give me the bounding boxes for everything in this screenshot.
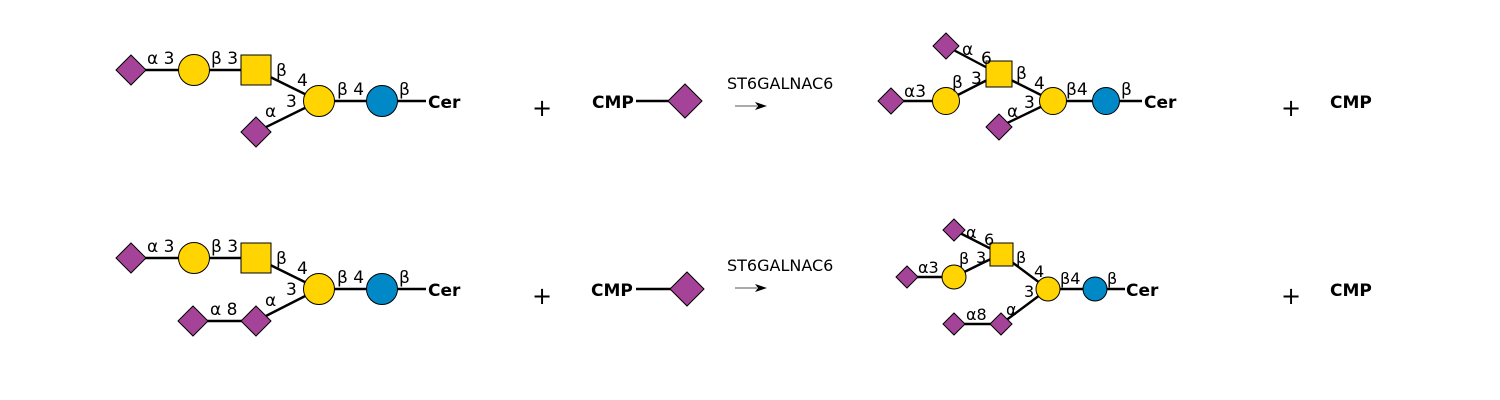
neu5ac-diamond-icon [895,265,919,289]
neu5ac-diamond-icon [942,218,966,242]
linkage-label: β [399,268,410,288]
neu5ac-diamond-icon [877,87,905,115]
ceramide-label: Cer [1126,281,1159,301]
galactose-circle-icon [178,242,210,274]
linkage-label: 6 [981,49,992,69]
linkage-label: α [962,40,973,60]
glucose-circle-icon [1092,87,1120,115]
linkage-label: β [959,249,969,268]
neu5ac-diamond-icon [115,242,147,274]
linkage-label: β 3 [211,49,238,69]
plus-sign: + [1281,282,1301,310]
linkage-label: 4 [297,259,308,279]
ceramide-label: Cer [428,281,461,301]
arrow-head-icon [755,284,767,292]
galactose-circle-icon [941,264,967,290]
reaction-1-substrate: α 3 β 3 β 4 3 α β 4 β Cer [115,49,461,148]
linkage-label: β [1107,269,1117,288]
linkage-label: β [1016,64,1027,84]
reaction-1: α 3 β 3 β 4 3 α β 4 β Cer + CMP ST6GALNA… [115,32,1372,148]
linkage-label: β [952,73,963,93]
cmp-label: CMP [1330,93,1372,113]
galnac-square-icon [240,54,272,86]
linkage-label: 4 [1034,262,1044,281]
galactose-circle-icon [178,54,210,86]
cmp-label: CMP [1330,281,1372,301]
linkage-label: β 4 [337,268,364,288]
plus-sign: + [1281,94,1301,122]
galactose-circle-icon [932,87,960,115]
linkage-label: β [399,80,410,100]
linkage-label: α [265,291,276,311]
plus-sign: + [532,94,552,122]
reaction-2-arrow: ST6GALNAC6 [727,256,833,292]
linkage-label: 4 [1034,74,1045,94]
neu5ac-diamond-icon [115,54,147,86]
galactose-circle-icon [303,273,335,305]
arrow-head-icon [755,102,767,110]
neu5ac-diamond-icon [942,312,966,336]
neu5ac-diamond-icon [989,312,1013,336]
linkage-label: 3 [286,92,297,112]
reaction-2: α 3 β 3 β 4 3 α α 8 β 4 β Cer + CMP ST6G… [115,218,1372,337]
reaction-2-substrate: α 3 β 3 β 4 3 α α 8 β 4 β Cer [115,237,461,337]
galactose-circle-icon [303,85,335,117]
linkage-label: α 8 [210,300,237,320]
ceramide-label: Cer [428,93,461,113]
linkage-label: α [1007,102,1018,122]
linkage-label: α [265,102,276,122]
linkage-label: α [1006,300,1017,319]
linkage-label: α [966,223,977,242]
neu5ac-diamond-icon [669,271,705,307]
linkage-label: β 3 [211,237,238,257]
enzyme-label: ST6GALNAC6 [727,74,833,93]
linkage-label: 3 [976,248,986,267]
neu5ac-diamond-icon [240,116,272,148]
linkage-label: 3 [1024,93,1035,113]
linkage-label: β [276,61,287,81]
glucose-circle-icon [1082,276,1108,302]
linkage-label: 3 [971,69,982,89]
linkage-label: β [1016,248,1026,267]
neu5ac-diamond-icon [177,305,209,337]
linkage-label: 3 [1024,282,1034,301]
linkage-label: β4 [1060,269,1080,288]
galnac-square-icon [985,60,1013,88]
linkage-label: α3 [918,258,939,277]
neu5ac-diamond-icon [667,83,703,119]
linkage-label: α3 [904,82,926,102]
neu5ac-diamond-icon [932,32,960,60]
linkage-label: α8 [966,305,987,324]
linkage-label: 4 [297,71,308,91]
linkage-label: β [276,249,287,269]
enzyme-label: ST6GALNAC6 [727,256,833,275]
reaction-2-donor: CMP [591,271,705,307]
linkage-label: α 3 [147,237,174,257]
linkage-label: 6 [984,230,994,249]
galnac-square-icon [989,242,1014,267]
cmp-label: CMP [592,93,634,113]
linkage-label: β 4 [337,80,364,100]
reaction-2-product: α 6 3 β α3 β 4 3 α α8 β4 β Cer [895,218,1159,336]
reaction-1-arrow: ST6GALNAC6 [727,74,833,110]
galnac-square-icon [240,242,272,274]
linkage-label: α 3 [147,49,174,69]
galactose-circle-icon [1035,276,1061,302]
cmp-label: CMP [591,281,633,301]
reaction-1-donor: CMP [592,83,703,119]
neu5ac-diamond-icon [240,305,272,337]
plus-sign: + [532,282,552,310]
linkage-label: 3 [286,280,297,300]
reaction-1-product: α 6 3 β α3 β 4 3 α β4 β Cer [877,32,1177,141]
linkage-label: β [1121,80,1132,100]
galactose-circle-icon [1039,87,1067,115]
neu5ac-diamond-icon [985,113,1013,141]
glucose-circle-icon [366,85,398,117]
linkage-label: β4 [1066,80,1088,100]
glucose-circle-icon [366,273,398,305]
ceramide-label: Cer [1144,93,1177,113]
